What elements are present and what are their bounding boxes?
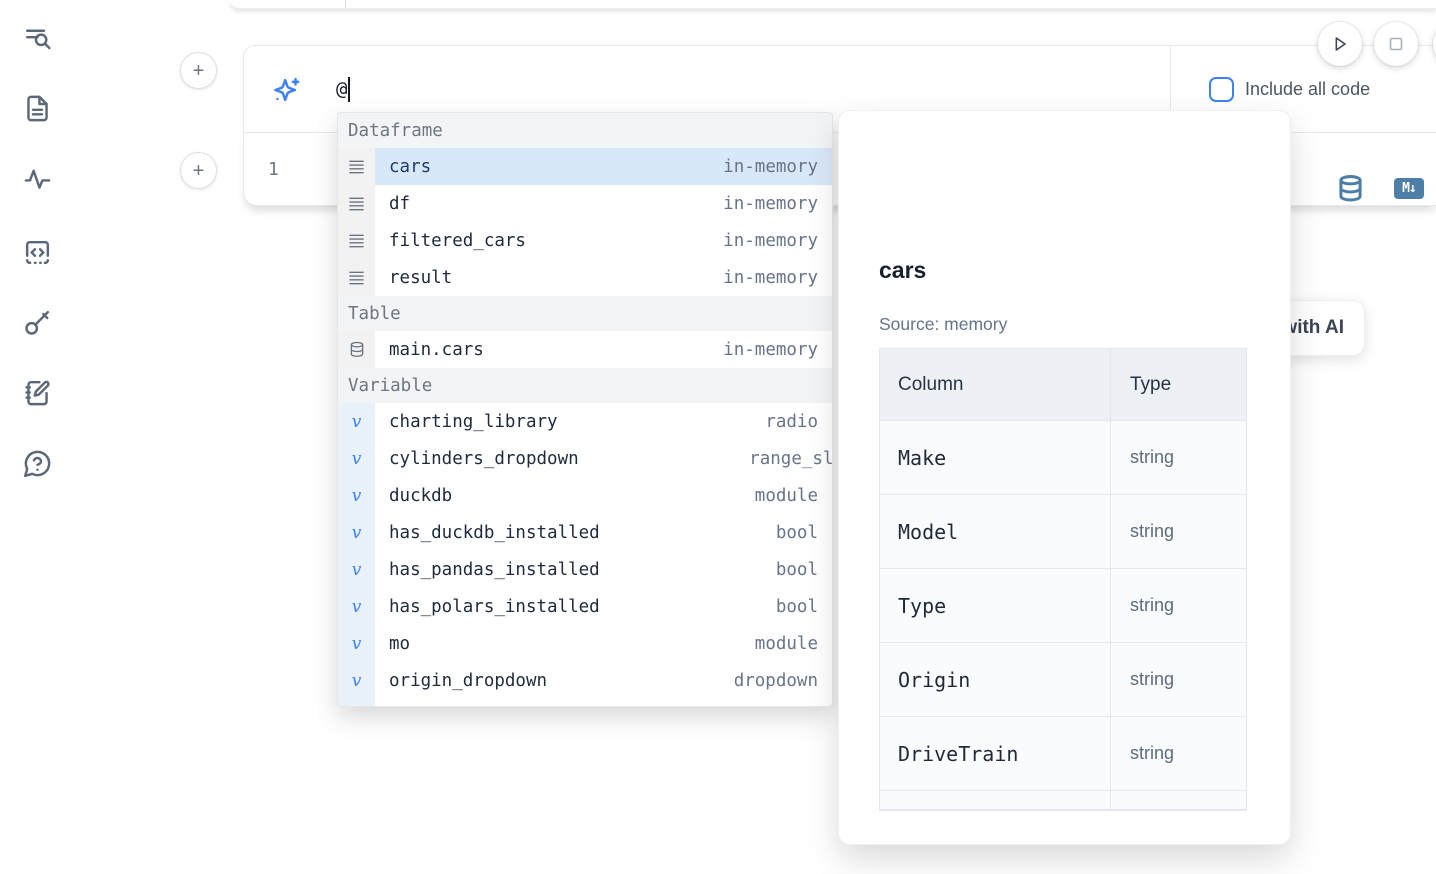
table-row: Origin string	[880, 643, 1246, 717]
schema-table: Column Type Make string Model string Typ…	[879, 348, 1247, 811]
variable-icon: v	[338, 514, 375, 551]
activity-icon[interactable]	[20, 161, 54, 195]
section-header-variable: Variable	[338, 368, 832, 403]
table-row: Make string	[880, 421, 1246, 495]
line-number: 1	[268, 158, 279, 180]
type-header: Type	[1130, 373, 1172, 395]
left-sidebar	[0, 0, 72, 874]
variable-icon: v	[338, 477, 375, 514]
prompt-text: @	[336, 78, 348, 100]
markdown-export-icon[interactable]: M↓	[1394, 178, 1424, 199]
dataframe-rows-icon	[338, 259, 375, 296]
run-cell-button[interactable]	[1318, 22, 1362, 66]
file-document-icon[interactable]	[20, 91, 54, 125]
dataframe-rows-icon	[338, 222, 375, 259]
database-icon	[338, 331, 375, 368]
table-row: Type string	[880, 569, 1246, 643]
table-header-row: Column Type	[880, 349, 1246, 421]
dataframe-rows-icon	[338, 185, 375, 222]
add-cell-below-button[interactable]: +	[180, 152, 217, 189]
include-all-code-checkbox[interactable]	[1209, 76, 1234, 102]
pane-divider	[345, 0, 346, 8]
prompt-divider	[1170, 46, 1171, 132]
stop-button[interactable]	[1374, 22, 1418, 66]
table-row: DriveTrain string	[880, 717, 1246, 791]
list-search-icon[interactable]	[20, 21, 54, 55]
code-snippet-icon[interactable]	[20, 235, 54, 269]
variable-icon: v	[338, 625, 375, 662]
add-cell-above-button[interactable]: +	[180, 52, 217, 89]
text-caret	[348, 76, 351, 102]
dataframe-preview-panel: cars Source: memory 428 rows, 15 columns…	[838, 110, 1291, 845]
key-icon[interactable]	[20, 305, 54, 339]
column-header: Column	[880, 349, 1111, 420]
database-icon[interactable]	[1337, 174, 1364, 203]
variable-icon: v	[338, 588, 375, 625]
play-icon	[1335, 37, 1346, 51]
sparkles-icon	[271, 75, 302, 106]
table-row: Model string	[880, 495, 1246, 569]
autocomplete-item-partial[interactable]: v pdmodule	[338, 699, 832, 706]
table-row-partial	[880, 791, 1246, 810]
ai-action-label: with AI	[1282, 317, 1344, 338]
variable-icon: v	[338, 440, 375, 477]
include-all-code-label: Include all code	[1245, 78, 1371, 99]
variable-icon: v	[338, 699, 375, 706]
preview-source: Source: memory	[879, 314, 1008, 334]
dataframe-rows-icon	[338, 148, 375, 185]
hidden-round-button[interactable]	[1433, 22, 1436, 66]
preview-title: cars	[879, 257, 927, 283]
help-chat-icon[interactable]	[20, 446, 54, 480]
ai-prompt-input[interactable]: @	[336, 46, 1156, 132]
variable-icon: v	[338, 551, 375, 588]
section-header-table: Table	[338, 296, 832, 331]
variable-icon: v	[338, 662, 375, 699]
notebook-edit-icon[interactable]	[20, 375, 54, 409]
prompt-options: Include all code	[1171, 46, 1436, 132]
section-header-dataframe: Dataframe	[338, 113, 832, 148]
variable-icon: v	[338, 403, 375, 440]
previous-cell-bottom-edge	[230, 0, 1436, 9]
stop-icon	[1389, 37, 1403, 51]
